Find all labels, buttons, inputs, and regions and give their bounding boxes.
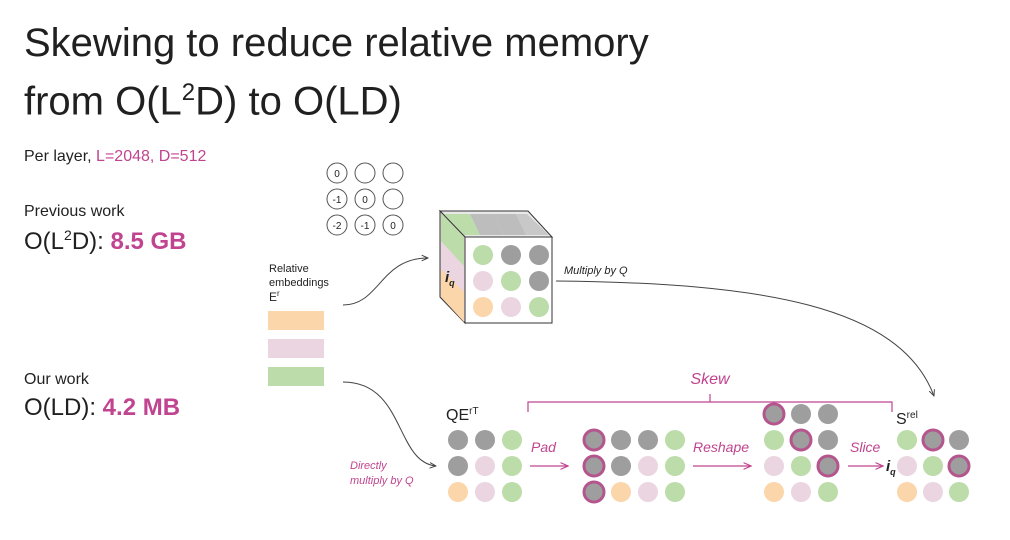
er-label: Er bbox=[269, 289, 280, 304]
matrix-cell: -1 bbox=[333, 195, 342, 206]
matrix-cell: -1 bbox=[361, 221, 370, 232]
relative-position-matrix: 0 -1 0 -2 -1 0 bbox=[326, 162, 404, 236]
skew-label: Skew bbox=[690, 371, 731, 388]
per-layer-note: Per layer, L=2048, D=512 bbox=[24, 148, 206, 166]
directly-multiply-label-1: Directly bbox=[350, 460, 388, 472]
relative-embeddings: Relative embeddings Er bbox=[268, 263, 329, 386]
relative-embeddings-label-2: embeddings bbox=[269, 277, 329, 289]
qer-matrix bbox=[448, 430, 522, 502]
reshaped-matrix bbox=[762, 402, 840, 502]
previous-work-formula: O(L2D): 8.5 GB bbox=[24, 227, 187, 255]
relative-embeddings-label-1: Relative bbox=[269, 263, 309, 275]
srel-label: Srel bbox=[896, 410, 918, 428]
embedding-row-green bbox=[268, 367, 324, 386]
multiply-by-q-label: Multiply by Q bbox=[564, 265, 628, 277]
srel-matrix bbox=[897, 428, 971, 502]
per-layer-params: L=2048, D=512 bbox=[96, 148, 207, 165]
embedding-row-pink bbox=[268, 339, 324, 358]
arrow-to-cube bbox=[342, 258, 428, 306]
title-line-2: from O(L2D) to O(LD) bbox=[24, 79, 402, 124]
directly-multiply-label-2: multiply by Q bbox=[350, 475, 414, 487]
embedding-row-peach bbox=[268, 311, 324, 330]
our-work-label: Our work bbox=[24, 371, 89, 388]
title-line-1: Skewing to reduce relative memory bbox=[24, 21, 649, 65]
embedding-cube: iq bbox=[438, 209, 554, 325]
previous-work-label: Previous work bbox=[24, 203, 125, 220]
previous-work-value: 8.5 GB bbox=[110, 228, 187, 255]
our-work-formula: O(LD): 4.2 MB bbox=[24, 394, 181, 421]
slice-label: Slice bbox=[850, 439, 881, 455]
padded-matrix bbox=[582, 428, 685, 504]
matrix-cell: 0 bbox=[334, 169, 340, 180]
arrow-to-srel bbox=[555, 280, 934, 396]
matrix-cell: -2 bbox=[333, 221, 342, 232]
qer-label: QErT bbox=[446, 406, 479, 424]
iq-label-srel: iq bbox=[886, 458, 896, 477]
our-work-value: 4.2 MB bbox=[102, 394, 181, 421]
skew-bracket: Skew bbox=[527, 371, 893, 412]
slide-title: Skewing to reduce relative memory from O… bbox=[24, 18, 649, 126]
per-layer-label: Per layer, bbox=[24, 148, 92, 165]
arrow-to-qer bbox=[342, 381, 436, 466]
matrix-cell: 0 bbox=[390, 221, 396, 232]
pad-label: Pad bbox=[531, 439, 557, 455]
iq-label-cube: iq bbox=[445, 269, 455, 288]
matrix-cell: 0 bbox=[362, 195, 368, 206]
reshape-label: Reshape bbox=[693, 439, 749, 455]
